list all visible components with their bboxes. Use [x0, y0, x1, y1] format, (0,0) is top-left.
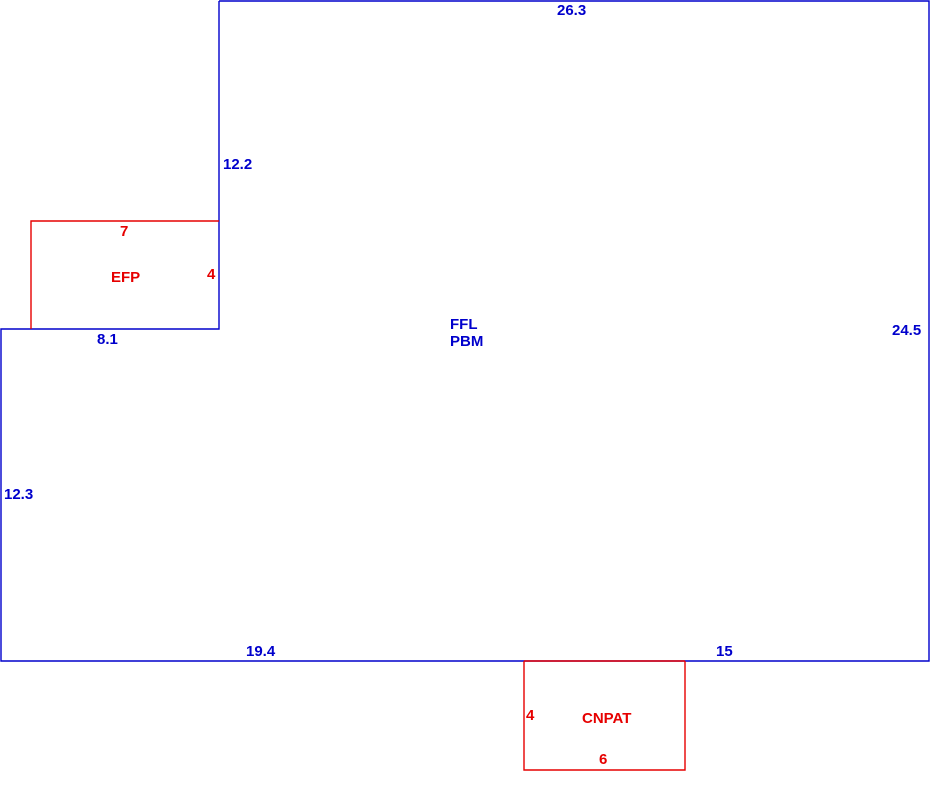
dimension-bottom-left: 19.4	[246, 643, 276, 660]
dimension-top: 26.3	[557, 2, 586, 19]
main-area-outline	[0, 0, 930, 662]
cnpat-outline	[523, 661, 686, 771]
dimension-right: 24.5	[892, 322, 921, 339]
dimension-upper-left-wall: 12.2	[223, 156, 252, 173]
efp-outline	[30, 220, 219, 329]
cnpat-width-dimension: 6	[599, 751, 607, 768]
main-area-code-pbm: PBM	[450, 333, 483, 350]
efp-code-label: EFP	[111, 269, 140, 286]
efp-depth-dimension: 4	[207, 266, 216, 283]
cnpat-code-label: CNPAT	[582, 710, 631, 727]
main-area-code-ffl: FFL	[450, 316, 478, 333]
efp-width-dimension: 7	[120, 223, 128, 240]
cnpat-depth-dimension: 4	[526, 707, 535, 724]
dimension-lower-left-wall: 12.3	[4, 486, 33, 503]
dimension-bottom-right: 15	[716, 643, 733, 660]
dimension-step: 8.1	[97, 331, 118, 348]
